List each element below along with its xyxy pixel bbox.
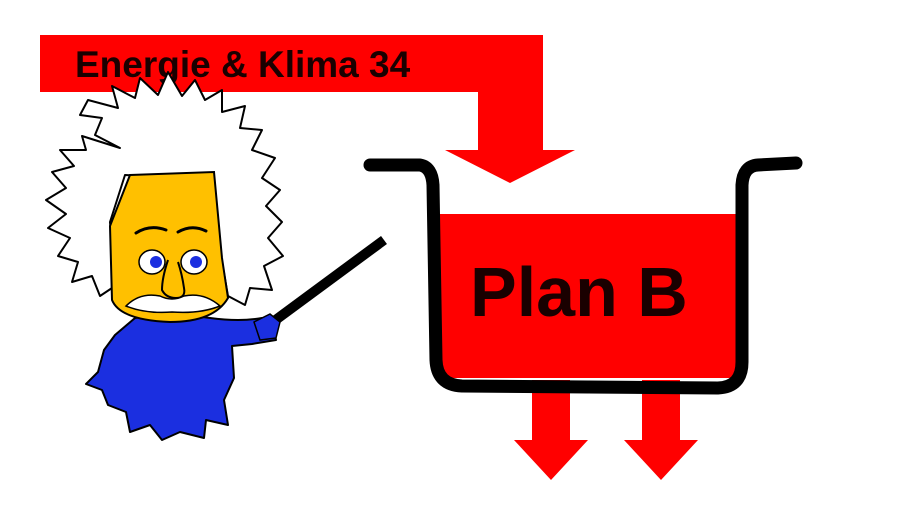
body <box>85 314 277 441</box>
outflow-arrows <box>514 380 698 480</box>
tank-outline <box>363 156 803 395</box>
right-eye-pupil <box>190 256 202 268</box>
face <box>108 170 230 324</box>
tank-label: Plan B <box>470 253 688 331</box>
scientist-character <box>45 71 387 441</box>
banner-title: Energie & Klima 34 <box>75 44 411 85</box>
input-arrow: Energie & Klima 34 <box>40 35 575 183</box>
pointer-stick <box>259 235 387 335</box>
tank: Plan B <box>363 156 803 395</box>
moustache <box>124 294 222 314</box>
left-eyebrow <box>134 226 168 235</box>
left-eye-pupil <box>150 256 162 268</box>
tank-liquid <box>438 214 740 378</box>
outflow-arrow-right <box>624 380 698 480</box>
hand <box>253 313 281 341</box>
outflow-arrow-left <box>514 380 588 480</box>
banner-arrow-shape <box>40 35 575 183</box>
right-eyebrow <box>176 226 208 234</box>
hair <box>45 71 284 306</box>
